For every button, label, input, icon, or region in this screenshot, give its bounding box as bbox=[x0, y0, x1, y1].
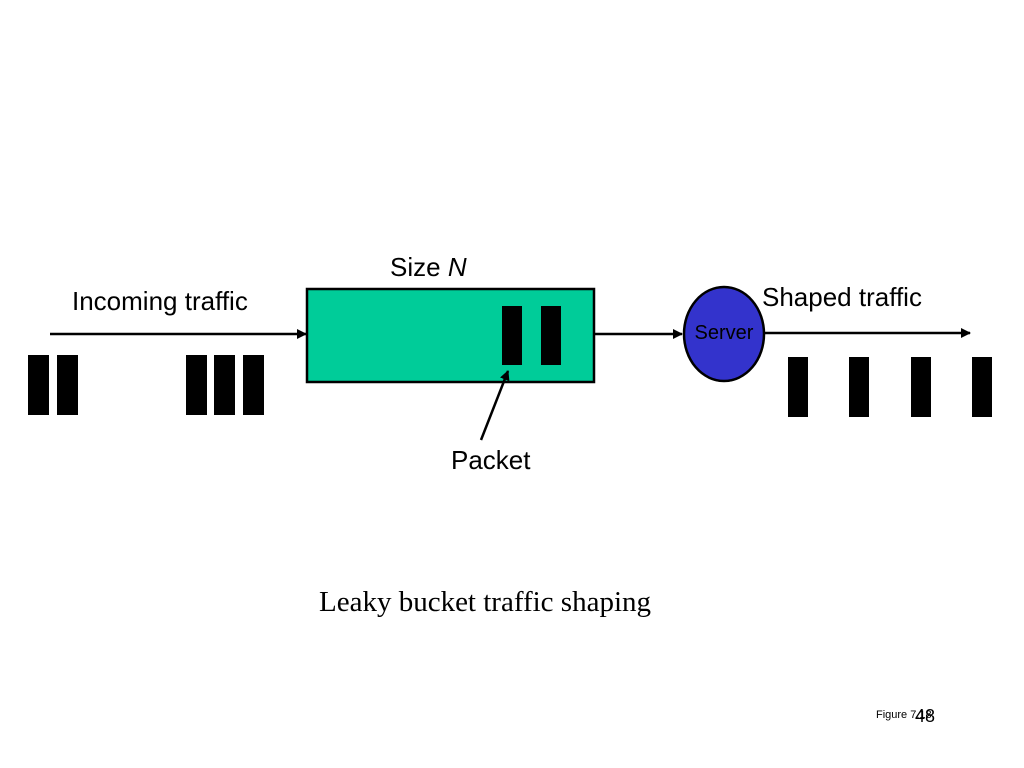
figure-reference: Figure 7.18 bbox=[876, 709, 932, 721]
size-prefix: Size bbox=[390, 252, 441, 282]
server-circle bbox=[682, 285, 766, 383]
shaped-packets bbox=[788, 357, 992, 417]
shaped-traffic-label: Shaped traffic bbox=[762, 282, 922, 312]
shaped-packet bbox=[972, 357, 992, 417]
incoming-packet bbox=[186, 355, 207, 415]
server-label: Server bbox=[694, 322, 754, 344]
shaped-packet bbox=[788, 357, 808, 417]
incoming-packet bbox=[243, 355, 264, 415]
incoming-packet bbox=[57, 355, 78, 415]
shaped-packet bbox=[849, 357, 869, 417]
shaped-packet bbox=[911, 357, 931, 417]
bucket-size-label: Size N bbox=[390, 252, 467, 283]
incoming-packet bbox=[28, 355, 49, 415]
packet-pointer-arrow bbox=[479, 370, 510, 441]
diagram-caption: Leaky bucket traffic shaping bbox=[318, 586, 652, 618]
page-number: 48 bbox=[915, 706, 936, 726]
incoming-packets bbox=[28, 355, 264, 415]
incoming-packet bbox=[214, 355, 235, 415]
bucket-packet bbox=[502, 306, 522, 365]
packet-label: Packet bbox=[451, 445, 531, 475]
bucket-packet bbox=[541, 306, 561, 365]
size-variable: N bbox=[447, 252, 467, 282]
incoming-traffic-label: Incoming traffic bbox=[72, 286, 248, 316]
